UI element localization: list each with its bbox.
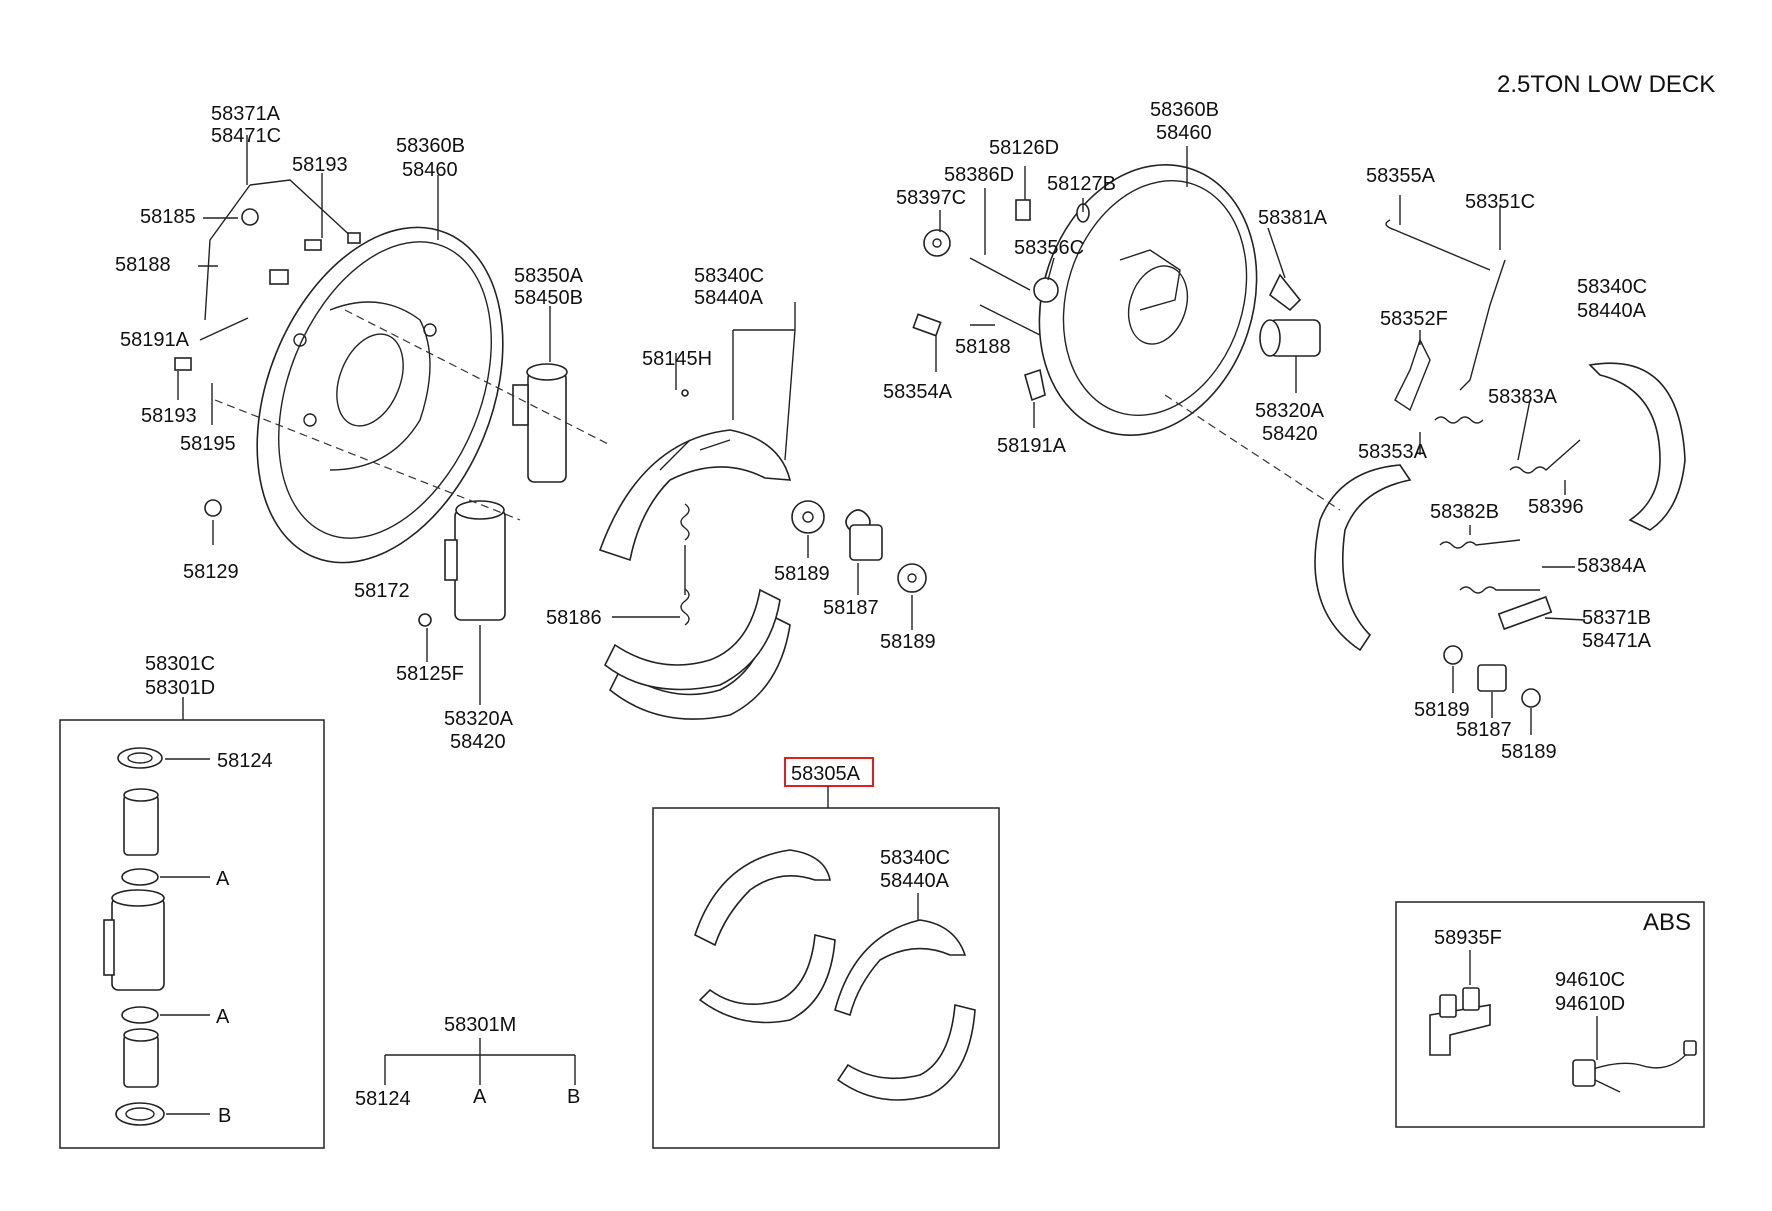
part-58450B[interactable]: 58450B — [514, 287, 583, 309]
part-58191A[interactable]: 58191A — [120, 329, 190, 351]
part-58356C[interactable]: 58356C — [1014, 237, 1084, 259]
brake-shoe-kit-parts — [694, 849, 976, 1101]
part-58189-lower-right[interactable]: 58189 — [1501, 741, 1557, 763]
part-58127B[interactable]: 58127B — [1047, 173, 1116, 195]
part-58440A[interactable]: 58440A — [694, 287, 764, 309]
part-58320A[interactable]: 58320A — [444, 708, 514, 730]
part-58354A[interactable]: 58354A — [883, 381, 953, 403]
brake-pipe — [174, 179, 361, 371]
part-58301M[interactable]: 58301M — [444, 1014, 516, 1036]
part-58371A[interactable]: 58371A — [211, 103, 281, 125]
part-58351C[interactable]: 58351C — [1465, 191, 1535, 213]
part-58189[interactable]: 58189 — [774, 563, 830, 585]
part-58124-kit[interactable]: 58124 — [355, 1088, 411, 1110]
part-58340C-kit[interactable]: 58340C — [880, 847, 950, 869]
part-58187-right[interactable]: 58187 — [1456, 719, 1512, 741]
part-58340C-right[interactable]: 58340C — [1577, 276, 1647, 298]
part-58188-right[interactable]: 58188 — [955, 336, 1011, 358]
left-leader-lines — [177, 135, 913, 705]
part-58460[interactable]: 58460 — [402, 159, 458, 181]
part-58305A[interactable]: 58305A — [791, 763, 861, 785]
part-58124[interactable]: 58124 — [217, 750, 273, 772]
kit-58301M-tree — [384, 1038, 576, 1085]
part-58185[interactable]: 58185 — [140, 206, 196, 228]
brake-shoe-kit-box — [652, 807, 1000, 1149]
part-58440A-kit[interactable]: 58440A — [880, 870, 950, 892]
left-brake-shoe-upper — [598, 429, 792, 562]
left-wheel-cylinder-lower — [418, 500, 506, 627]
part-58188[interactable]: 58188 — [115, 254, 171, 276]
part-58340C[interactable]: 58340C — [694, 265, 764, 287]
part-58381A[interactable]: 58381A — [1258, 207, 1328, 229]
part-58386D[interactable]: 58386D — [944, 164, 1014, 186]
part-58353A[interactable]: 58353A — [1358, 441, 1428, 463]
part-58384A[interactable]: 58384A — [1577, 555, 1647, 577]
part-58301C[interactable]: 58301C — [145, 653, 215, 675]
part-58396[interactable]: 58396 — [1528, 496, 1584, 518]
part-58371B[interactable]: 58371B — [1582, 607, 1651, 629]
right-small-parts — [912, 199, 1321, 402]
part-58172[interactable]: 58172 — [354, 580, 410, 602]
left-return-spring — [680, 503, 690, 626]
part-58193[interactable]: 58193 — [292, 154, 348, 176]
part-58125F[interactable]: 58125F — [396, 663, 464, 685]
part-94610D[interactable]: 94610D — [1555, 993, 1625, 1015]
right-brake-shoe — [1314, 362, 1686, 652]
part-A-lower[interactable]: A — [216, 1006, 230, 1028]
part-58383A[interactable]: 58383A — [1488, 386, 1558, 408]
part-58189-right[interactable]: 58189 — [880, 631, 936, 653]
part-58360B-right[interactable]: 58360B — [1150, 99, 1219, 121]
part-58355A[interactable]: 58355A — [1366, 165, 1436, 187]
part-58187[interactable]: 58187 — [823, 597, 879, 619]
part-58193-lower[interactable]: 58193 — [141, 405, 197, 427]
part-58195[interactable]: 58195 — [180, 433, 236, 455]
right-leader-lines — [935, 146, 1586, 735]
part-58471C[interactable]: 58471C — [211, 125, 281, 147]
right-backing-plate — [1038, 164, 1258, 436]
part-A-kit[interactable]: A — [473, 1086, 487, 1108]
diagram-title: 2.5TON LOW DECK — [1497, 71, 1715, 98]
part-58397C[interactable]: 58397C — [896, 187, 966, 209]
part-58191A-right[interactable]: 58191A — [997, 435, 1067, 457]
part-58352F[interactable]: 58352F — [1380, 308, 1448, 330]
part-58145H[interactable]: 58145H — [642, 348, 712, 370]
part-58350A[interactable]: 58350A — [514, 265, 584, 287]
part-58189-lower-left[interactable]: 58189 — [1414, 699, 1470, 721]
selected-part-highlight — [784, 757, 874, 787]
left-brake-shoe-lower — [603, 588, 791, 720]
part-58301D[interactable]: 58301D — [145, 677, 215, 699]
part-58360B[interactable]: 58360B — [396, 135, 465, 157]
part-58460-right[interactable]: 58460 — [1156, 122, 1212, 144]
part-58129[interactable]: 58129 — [183, 561, 239, 583]
part-58320A-right[interactable]: 58320A — [1255, 400, 1325, 422]
part-B[interactable]: B — [218, 1105, 231, 1127]
wheel-cylinder-kit-parts — [103, 747, 165, 1126]
part-A-upper[interactable]: A — [216, 868, 230, 890]
wheel-cylinder-kit-box — [59, 719, 325, 1149]
part-58420[interactable]: 58420 — [450, 731, 506, 753]
abs-label: ABS — [1643, 909, 1691, 936]
part-94610C[interactable]: 94610C — [1555, 969, 1625, 991]
right-springs-and-levers — [1385, 219, 1581, 708]
part-58440A-right[interactable]: 58440A — [1577, 300, 1647, 322]
abs-box — [1395, 901, 1705, 1128]
part-58935F[interactable]: 58935F — [1434, 927, 1502, 949]
left-adjuster-parts — [204, 389, 927, 593]
part-58471A[interactable]: 58471A — [1582, 630, 1652, 652]
part-58186[interactable]: 58186 — [546, 607, 602, 629]
part-58126D[interactable]: 58126D — [989, 137, 1059, 159]
left-backing-plate — [256, 226, 504, 564]
part-B-kit[interactable]: B — [567, 1086, 580, 1108]
left-wheel-cylinder-upper — [512, 363, 568, 483]
abs-sensor-parts — [1429, 987, 1697, 1093]
part-58420-right[interactable]: 58420 — [1262, 423, 1318, 445]
part-58382B[interactable]: 58382B — [1430, 501, 1499, 523]
